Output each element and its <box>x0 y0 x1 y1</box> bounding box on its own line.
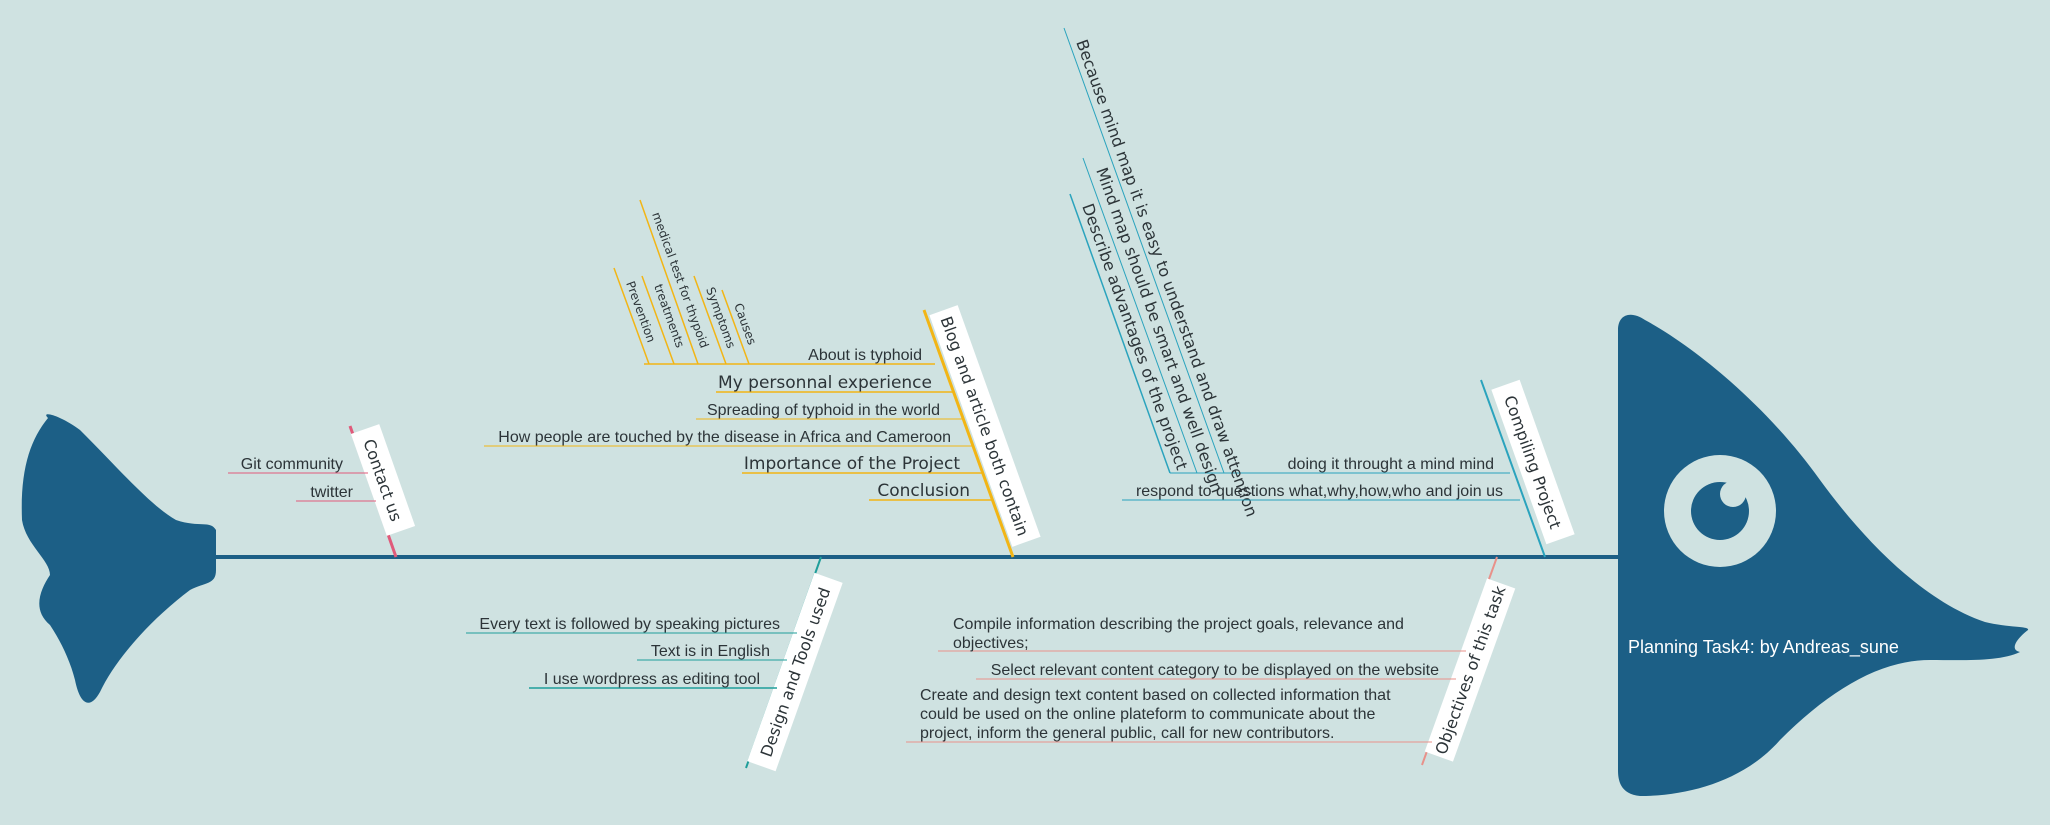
objectives-category-box[interactable] <box>1424 578 1516 762</box>
mind-map-subbone <box>1063 27 1225 474</box>
about-subbone <box>641 275 675 365</box>
about-subbone <box>693 275 727 365</box>
mind-map-subbone <box>1069 193 1171 474</box>
objectives-item-create-line: Create and design text content based on … <box>920 687 1391 704</box>
blog-item-spreading[interactable]: Spreading of typhoid in the world <box>707 402 940 419</box>
mind-map-subbone <box>1082 157 1198 474</box>
objectives-item-create[interactable]: Create and design text content based on … <box>920 687 1395 742</box>
design-item-pictures[interactable]: Every text is followed by speaking pictu… <box>479 616 780 633</box>
objectives-category-label: Objectives of this task <box>1431 583 1509 757</box>
objectives-item-compile[interactable]: Compile information describing the proje… <box>953 616 1408 652</box>
compiling-bone <box>1480 379 1546 558</box>
objectives-item-compile-line: objectives; <box>953 635 1029 652</box>
blog-bone <box>922 309 1015 558</box>
diagram-title: Planning Task4: by Andreas_sune <box>1628 637 1899 658</box>
blog-item-africa[interactable]: How people are touched by the disease in… <box>498 429 951 446</box>
blog-item-conclusion[interactable]: Conclusion <box>877 481 970 501</box>
contact-item-git[interactable]: Git community <box>241 456 343 473</box>
about-subbone <box>721 289 750 365</box>
contact-item-twitter[interactable]: twitter <box>310 484 353 501</box>
objectives-item-create-line: project, inform the general public, call… <box>920 725 1334 742</box>
about-subbone <box>613 267 650 365</box>
objectives-item-select[interactable]: Select relevant content category to be d… <box>991 662 1439 679</box>
objectives-item-create-line: could be used on the online plateform to… <box>920 706 1376 723</box>
blog-category-box[interactable] <box>929 305 1041 547</box>
compiling-item-respond[interactable]: respond to questions what,why,how,who an… <box>1136 483 1503 500</box>
about-subbone <box>639 199 699 365</box>
design-item-english[interactable]: Text is in English <box>651 643 770 660</box>
design-item-wordpress[interactable]: I use wordpress as editing tool <box>544 671 760 688</box>
fish-tail <box>21 414 216 703</box>
blog-item-about[interactable]: About is typhoid <box>808 347 922 364</box>
design-category-label: Design and Tools used <box>757 585 835 760</box>
blog-item-importance[interactable]: Importance of the Project <box>744 454 960 474</box>
design-category-box[interactable] <box>747 572 843 772</box>
compiling-item-mind-map[interactable]: doing it throught a mind mind <box>1288 456 1494 473</box>
blog-category-label: Blog and article both contain <box>937 314 1033 539</box>
objectives-item-compile-line: Compile information describing the proje… <box>953 616 1404 633</box>
blog-item-experience[interactable]: My personnal experience <box>718 373 932 393</box>
contact-category-box[interactable] <box>350 424 416 536</box>
fish-eye-highlight <box>1720 481 1746 507</box>
fish-head[interactable] <box>1618 314 2029 796</box>
compiling-category-box[interactable] <box>1491 379 1575 545</box>
